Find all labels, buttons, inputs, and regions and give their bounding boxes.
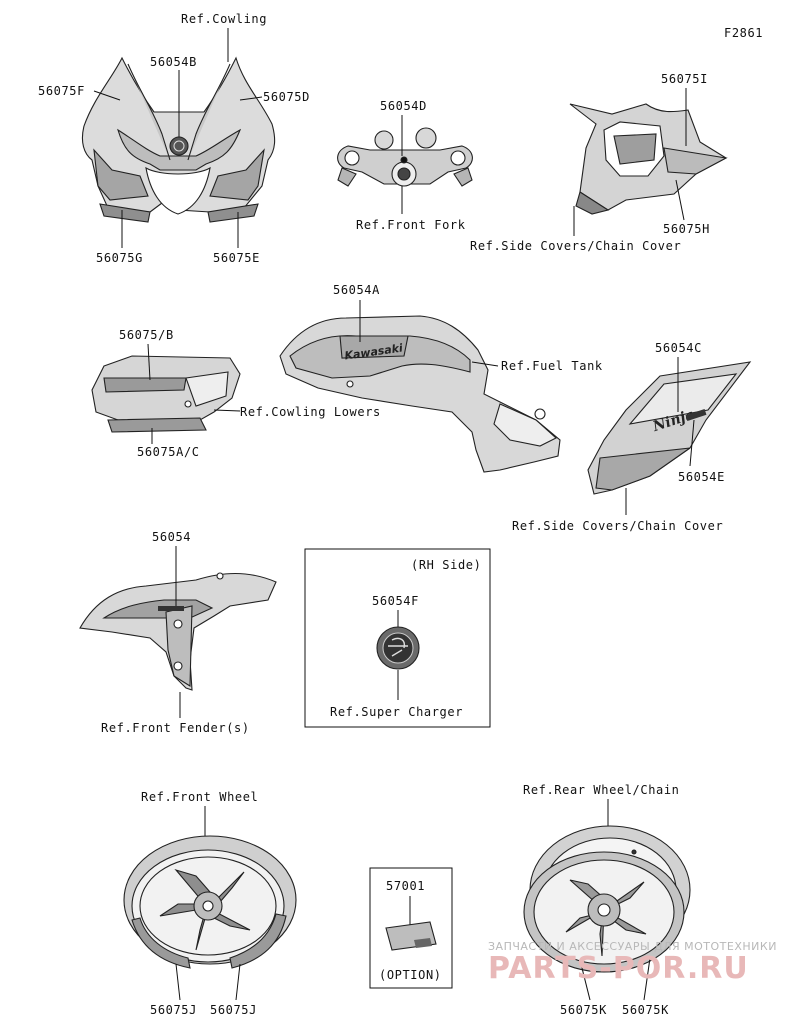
option-note: (OPTION) <box>379 968 442 982</box>
rear-wheel-group: Ref.Rear Wheel/Chain 56075K 56075K <box>523 783 691 1017</box>
tail-cover-group: 56075I 56075H Ref.Side Covers/Chain Cove… <box>470 72 728 253</box>
front-fork-group: 56054D Ref.Front Fork <box>337 99 473 232</box>
front-wheel-illustration <box>123 835 297 969</box>
part-56075K-right-label: 56075K <box>622 1003 669 1017</box>
watermark-line1: ЗАПЧАСТИ И АКСЕССУАРЫ ДЛЯ МОТОТЕХНИКИ <box>488 940 777 953</box>
ref-cowling-label: Ref.Cowling <box>181 12 267 26</box>
ref-front-fork-label: Ref.Front Fork <box>356 218 466 232</box>
super-charger-illustration <box>376 626 420 670</box>
ref-cowling-lowers-label: Ref.Cowling Lowers <box>240 405 381 419</box>
part-56075J-right-label: 56075J <box>210 1003 257 1017</box>
ref-side-covers-top-label: Ref.Side Covers/Chain Cover <box>470 239 681 253</box>
part-56075AC-label: 56075A/C <box>137 445 200 459</box>
part-56075H-label: 56075H <box>663 222 710 236</box>
part-56054D-label: 56054D <box>380 99 427 113</box>
figure-id: F2861 <box>724 26 763 40</box>
fork-bridge-illustration <box>337 127 473 187</box>
part-56075F-label: 56075F <box>38 84 85 98</box>
option-box <box>369 867 453 989</box>
fuel-tank-illustration <box>279 315 561 473</box>
part-56075I-label: 56075I <box>661 72 708 86</box>
part-56054E-label: 56054E <box>678 470 725 484</box>
part-56075B-label: 56075/B <box>119 328 174 342</box>
part-56075D-label: 56075D <box>263 90 310 104</box>
side-cover-ninja-illustration <box>587 361 752 495</box>
part-56075K-left-label: 56075K <box>560 1003 607 1017</box>
front-fender-illustration <box>79 572 277 691</box>
part-56054A-label: 56054A <box>333 283 380 297</box>
watermark: ЗАПЧАСТИ И АКСЕССУАРЫ ДЛЯ МОТОТЕХНИКИ PA… <box>488 940 777 986</box>
cowling-lowers-illustration <box>91 355 241 433</box>
cowling-lowers-group: 56075/B Ref.Cowling Lowers 56075A/C <box>91 328 381 459</box>
rear-wheel-illustration <box>523 825 691 973</box>
tail-cover-illustration <box>569 103 728 215</box>
part-56054B-label: 56054B <box>150 55 197 69</box>
front-wheel-group: Ref.Front Wheel 56075J 56075J <box>123 790 297 1017</box>
part-56054F-label: 56054F <box>372 594 419 608</box>
cowling-group: Ref.Cowling 56075F 56054B 56075D 56075G … <box>38 12 310 265</box>
front-fender-group: 56054 Ref.Front Fender(s) <box>79 530 277 735</box>
ref-side-covers-side-label: Ref.Side Covers/Chain Cover <box>512 519 723 533</box>
ref-rear-wheel-label: Ref.Rear Wheel/Chain <box>523 783 680 797</box>
super-charger-box <box>304 548 491 728</box>
part-56075E-label: 56075E <box>213 251 260 265</box>
part-57001-label: 57001 <box>386 879 425 893</box>
super-charger-group: (RH Side) 56054F Ref.Super Charger <box>304 548 491 728</box>
part-56054-label: 56054 <box>152 530 191 544</box>
option-group: 57001 (OPTION) <box>369 867 453 989</box>
ref-front-fender-label: Ref.Front Fender(s) <box>101 721 250 735</box>
watermark-line2: PARTS-POR.RU <box>488 951 749 986</box>
part-56075J-left-label: 56075J <box>150 1003 197 1017</box>
ref-super-charger-label: Ref.Super Charger <box>330 705 463 719</box>
side-cover-ninja-group: Ninja 56054C 56054E Ref.Side Covers/Chai… <box>512 341 752 533</box>
ref-front-wheel-label: Ref.Front Wheel <box>141 790 258 804</box>
rh-side-note: (RH Side) <box>411 558 481 572</box>
part-56054C-label: 56054C <box>655 341 702 355</box>
fuel-tank-group: Kawasaki 56054A Ref.Fuel Tank <box>279 283 603 473</box>
part-56075G-label: 56075G <box>96 251 143 265</box>
ref-fuel-tank-label: Ref.Fuel Tank <box>501 359 603 373</box>
